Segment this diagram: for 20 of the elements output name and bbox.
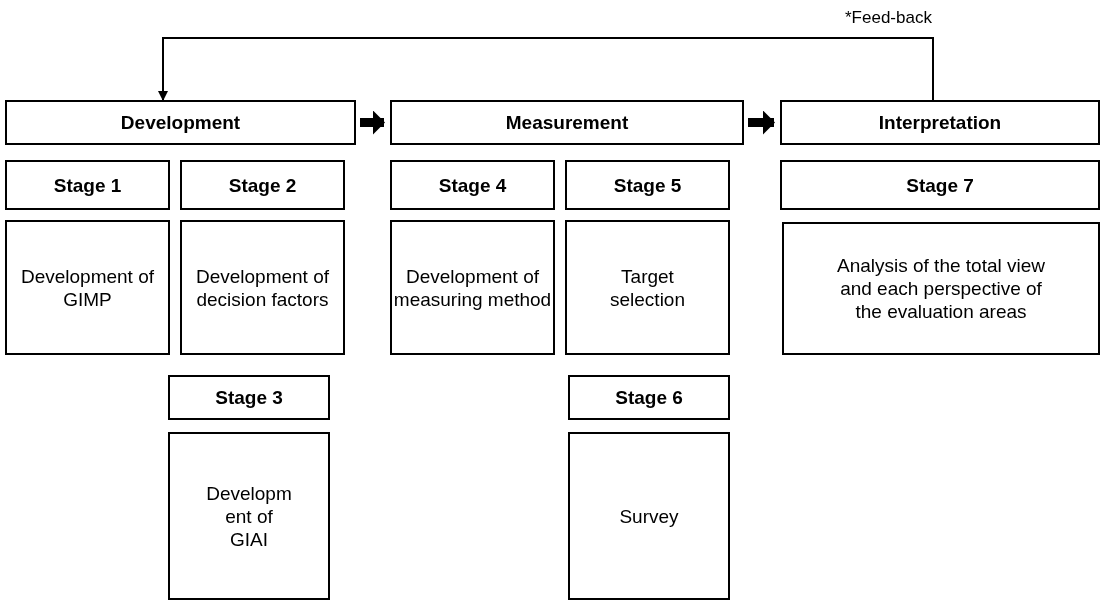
stage-box: Stage 1 (5, 160, 170, 210)
feedback-arrow (158, 37, 934, 101)
task-box: Developm ent of GIAI (168, 432, 330, 600)
stage-box: Stage 3 (168, 375, 330, 420)
task-box: Development of GIMP (5, 220, 170, 355)
stage-box: Stage 7 (780, 160, 1100, 210)
stage-box: Stage 6 (568, 375, 730, 420)
block-arrow (748, 110, 775, 135)
task-box: Target selection (565, 220, 730, 355)
phase-box: Measurement (390, 100, 744, 145)
task-box: Development of decision factors (180, 220, 345, 355)
task-box: Analysis of the total view and each perspective of the evaluation areas (782, 222, 1100, 355)
block-arrow (360, 110, 385, 135)
task-box: Development of measuring method (390, 220, 555, 355)
stage-box: Stage 2 (180, 160, 345, 210)
phase-box: Interpretation (780, 100, 1100, 145)
task-box: Survey (568, 432, 730, 600)
stage-box: Stage 5 (565, 160, 730, 210)
stage-box: Stage 4 (390, 160, 555, 210)
phase-box: Development (5, 100, 356, 145)
